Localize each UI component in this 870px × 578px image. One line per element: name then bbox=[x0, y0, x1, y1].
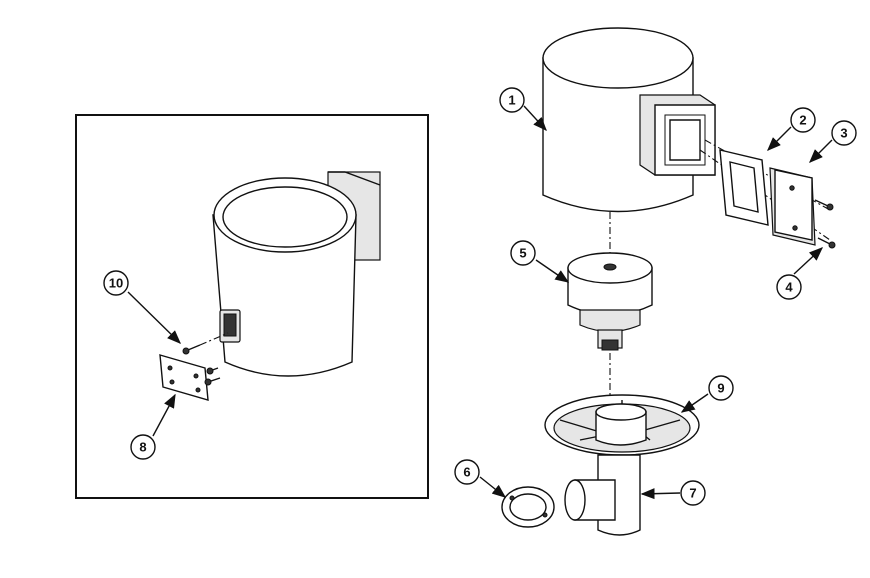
svg-text:1: 1 bbox=[508, 93, 515, 108]
svg-text:9: 9 bbox=[717, 381, 724, 396]
svg-text:7: 7 bbox=[689, 486, 696, 501]
gasket bbox=[719, 149, 769, 226]
callout-8: 8 bbox=[130, 434, 156, 460]
svg-text:8: 8 bbox=[139, 440, 146, 455]
switch-plate bbox=[159, 332, 229, 401]
callout-5: 5 bbox=[510, 240, 536, 266]
svg-text:2: 2 bbox=[799, 113, 806, 128]
callout-4: 4 bbox=[776, 274, 802, 300]
inset-canister bbox=[212, 171, 381, 377]
callout-10: 10 bbox=[103, 270, 129, 296]
svg-text:4: 4 bbox=[785, 280, 793, 295]
elbow-pipe bbox=[564, 454, 641, 536]
end-cap bbox=[501, 486, 555, 528]
cover-plate bbox=[769, 167, 816, 246]
screws bbox=[814, 199, 836, 249]
svg-text:6: 6 bbox=[463, 465, 470, 480]
motor bbox=[567, 252, 653, 351]
callout-9: 9 bbox=[708, 375, 734, 401]
leader-lines bbox=[127, 105, 833, 500]
callout-3: 3 bbox=[831, 120, 857, 146]
callout-2: 2 bbox=[790, 107, 816, 133]
svg-text:10: 10 bbox=[109, 276, 123, 291]
callout-7: 7 bbox=[680, 480, 706, 506]
inset-frame bbox=[75, 114, 429, 499]
svg-text:5: 5 bbox=[519, 246, 526, 261]
housing bbox=[542, 27, 716, 213]
assembly-line bbox=[704, 139, 831, 211]
base-disc bbox=[544, 394, 700, 456]
callout-6: 6 bbox=[454, 459, 480, 485]
svg-text:3: 3 bbox=[840, 126, 847, 141]
callout-1: 1 bbox=[499, 87, 525, 113]
